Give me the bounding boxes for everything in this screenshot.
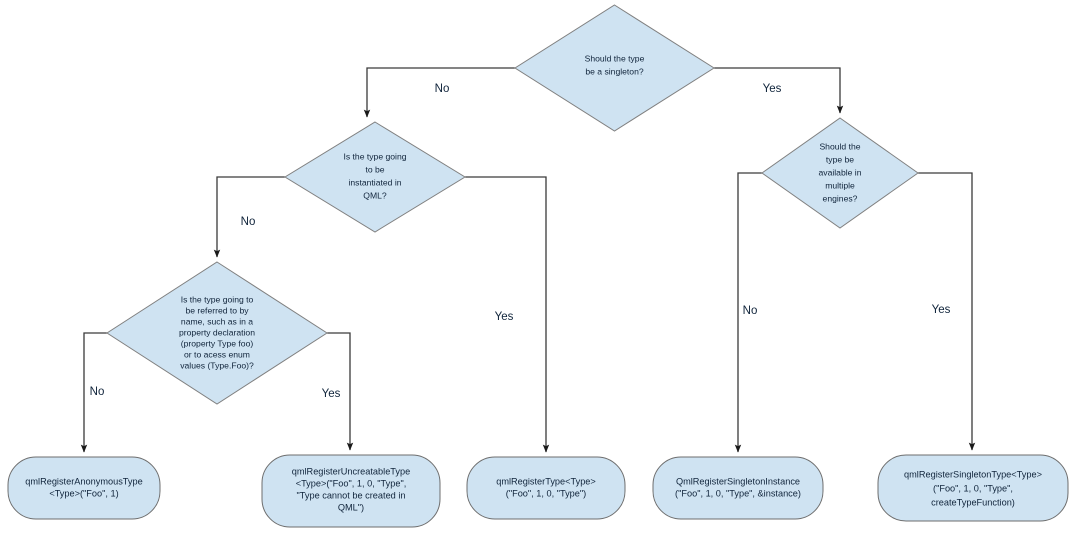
node-text-line: ("Foo", 1, 0, "Type", [933, 483, 1013, 493]
terminal-shape [261, 454, 441, 528]
node-text-line: multiple [825, 180, 855, 190]
edge-label-engines-yes: Yes [932, 304, 951, 316]
node-text-line: ("Foo", 1, 0, "Type") [506, 488, 586, 498]
node-referred-to-by-name[interactable]: Is the type going to be referred to by n… [106, 261, 328, 405]
node-text-line: values (Type.Foo)? [180, 360, 254, 370]
edge-instantiated-yes [465, 176, 550, 453]
node-qml-register-singleton-instance[interactable]: QmlRegisterSingletonInstance ("Foo", 1, … [652, 456, 824, 520]
node-text-line: createTypeFunction) [931, 497, 1015, 507]
node-text-line: QmlRegisterSingletonInstance [676, 476, 800, 486]
node-text-line: qmlRegisterUncreatableType [292, 466, 410, 476]
node-text-line: to be [365, 164, 384, 174]
node-text-line: Should the [819, 141, 860, 151]
node-text-line: or to acess enum [184, 349, 250, 359]
edge-instantiated-no [213, 176, 285, 258]
node-text-line: qmlRegisterAnonymousType [25, 476, 142, 486]
edge-labels-layer: No Yes No Yes No Yes No Yes [90, 83, 951, 400]
decision-diamond-shape [761, 117, 919, 229]
node-text-line: name, such as in a [181, 316, 253, 326]
node-available-multiple-engines[interactable]: Should the type be available in multiple… [761, 117, 919, 229]
edge-label-singleton-no: No [435, 83, 450, 95]
node-text-line: QML") [338, 502, 364, 512]
edge-byname-no [80, 332, 107, 453]
node-text-line: be a singleton? [585, 66, 644, 76]
edge-byname-yes [327, 332, 354, 451]
decision-diamond-shape [106, 261, 328, 405]
node-qml-register-singleton-type[interactable]: qmlRegisterSingletonType<Type> ("Foo", 1… [877, 454, 1069, 522]
decision-diamond-shape [514, 4, 715, 132]
edge-engines-yes [918, 172, 976, 451]
edge-singleton-no [363, 67, 515, 118]
node-text-line: property declaration [179, 327, 255, 337]
node-text-line: available in [819, 167, 862, 177]
node-instantiated-in-qml[interactable]: Is the type going to be instantiated in … [284, 121, 466, 233]
node-text-line: qmlRegisterType<Type> [496, 476, 596, 486]
terminal-shape [877, 454, 1069, 522]
edge-singleton-yes [714, 67, 844, 114]
node-text-line: <Type>("Foo", 1) [49, 488, 118, 498]
node-text-line: instantiated in [348, 177, 401, 187]
node-text-line: qmlRegisterSingletonType<Type> [904, 469, 1042, 479]
node-text-line: engines? [823, 193, 858, 203]
edges-layer [80, 67, 976, 453]
node-qml-register-type[interactable]: qmlRegisterType<Type> ("Foo", 1, 0, "Typ… [466, 456, 626, 520]
node-qml-register-uncreatable-type[interactable]: qmlRegisterUncreatableType <Type>("Foo",… [261, 454, 441, 528]
node-should-be-singleton[interactable]: Should the type be a singleton? [514, 4, 715, 132]
decision-diamond-shape [284, 121, 466, 233]
edge-label-instantiated-no: No [241, 216, 256, 228]
node-text-line: be referred to by [185, 305, 249, 315]
node-text-line: QML? [363, 190, 387, 200]
node-text-line: Should the type [585, 53, 645, 63]
terminal-shape [7, 456, 161, 520]
edge-engines-no [734, 172, 762, 453]
edge-label-instantiated-yes: Yes [495, 311, 514, 323]
node-text-line: "Type cannot be created in [297, 490, 406, 500]
node-text-line: Is the type going [343, 151, 406, 161]
edge-label-byname-yes: Yes [322, 388, 341, 400]
terminal-shape [466, 456, 626, 520]
edge-label-byname-no: No [90, 386, 105, 398]
edge-label-singleton-yes: Yes [763, 83, 782, 95]
node-text-line: type be [826, 154, 854, 164]
node-text-line: Is the type going to [181, 294, 254, 304]
node-text-line: <Type>("Foo", 1, 0, "Type", [296, 478, 407, 488]
node-text-line: ("Foo", 1, 0, "Type", &instance) [675, 488, 801, 498]
node-qml-register-anonymous-type[interactable]: qmlRegisterAnonymousType <Type>("Foo", 1… [7, 456, 161, 520]
edge-label-engines-no: No [743, 305, 758, 317]
node-text-line: (property Type foo) [181, 338, 254, 348]
terminal-shape [652, 456, 824, 520]
